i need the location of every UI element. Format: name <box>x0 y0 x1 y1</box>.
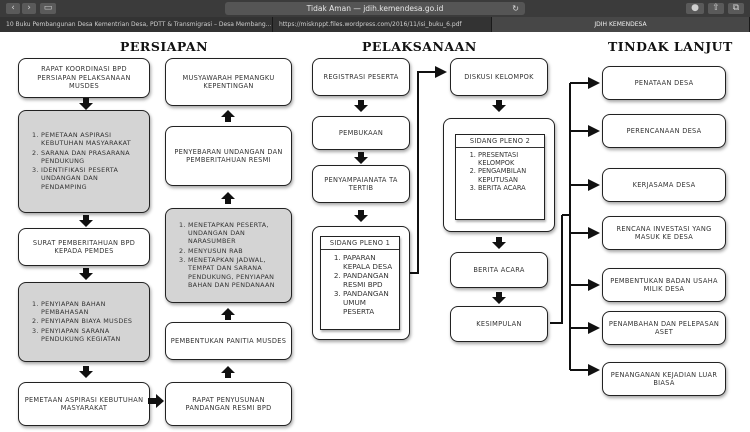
tindak-lanjut-item-bumdes: PEMBENTUKAN BADAN USAHA MILIK DESA <box>602 268 726 302</box>
list-item: IDENTIFIKASI PESERTA UNDANGAN DAN PENDAM… <box>41 166 145 191</box>
diskusi-kelompok-box: DISKUSI KELOMPOK <box>450 58 548 96</box>
tabs-overview-icon[interactable]: ⧉ <box>728 3 744 14</box>
list-item: BERITA ACARA <box>478 184 540 192</box>
page-content: PERSIAPAN PELAKSANAAN TINDAK LANJUT RAPA… <box>0 32 750 432</box>
berita-acara-box: BERITA ACARA <box>450 252 548 288</box>
tab-pdf[interactable]: https://misknppt.files.wordpress.com/201… <box>273 17 492 32</box>
surat-pemberitahuan-box: SURAT PEMBERITAHUAN BPD KEPADA PEMDES <box>18 228 150 266</box>
sidang-pleno-2-title: SIDANG PLENO 2 <box>456 135 544 148</box>
penyampaian-tata-tertib-box: PENYAMPAIANATA TA TERTIB <box>312 165 410 203</box>
tab-jdih-kemendesa[interactable]: JDIH KEMENDESA <box>492 17 750 32</box>
penyiapan-list-box: PENYIAPAN BAHAN PEMBAHASAN PENYIAPAN BIA… <box>18 282 150 362</box>
list-item: MENETAPKAN JADWAL, TEMPAT DAN SARANA PEN… <box>188 256 287 289</box>
arrow-down-icon <box>79 366 93 378</box>
arrow-right-icon <box>148 394 164 408</box>
list-item: PENGAMBILAN KEPUTUSAN <box>478 167 540 183</box>
window-title: Tidak Aman — jdih.kemendesa.go.id <box>306 4 444 13</box>
tab-bar: 10 Buku Pembangunan Desa Kementrian Desa… <box>0 17 750 32</box>
list-item: MENETAPKAN PESERTA, UNDANGAN DAN NARASUM… <box>188 221 287 246</box>
rapat-penyusunan-box: RAPAT PENYUSUNAN PANDANGAN RESMI BPD <box>165 382 292 426</box>
list-item: MENYUSUN RAB <box>188 247 287 255</box>
arrow-down-icon <box>79 268 93 280</box>
arrow-down-icon <box>492 292 506 304</box>
connector-lines <box>410 66 600 376</box>
browser-titlebar: ‹ › ▭ Tidak Aman — jdih.kemendesa.go.id … <box>0 0 750 17</box>
reload-icon[interactable]: ↻ <box>512 4 519 13</box>
registrasi-box: REGISTRASI PESERTA <box>312 58 410 96</box>
list-item: PENYIAPAN BAHAN PEMBAHASAN <box>41 300 145 317</box>
arrow-down-icon <box>354 152 368 164</box>
pemetaan-aspirasi-box: PEMETAAN ASPIRASI KEBUTUHAN MASYARAKAT <box>18 382 150 426</box>
info-icon[interactable]: ● <box>686 3 704 14</box>
list-item: PENYIAPAN SARANA PENDUKUNG KEGIATAN <box>41 327 145 344</box>
heading-persiapan: PERSIAPAN <box>120 39 209 54</box>
tindak-lanjut-item-klb: PENANGANAN KEJADIAN LUAR BIASA <box>602 362 726 396</box>
back-button[interactable]: ‹ <box>6 3 20 14</box>
arrow-down-icon <box>354 100 368 112</box>
kesimpulan-box: KESIMPULAN <box>450 306 548 342</box>
menetapkan-list-box: MENETAPKAN PESERTA, UNDANGAN DAN NARASUM… <box>165 208 292 303</box>
arrow-up-icon <box>221 308 235 320</box>
arrow-down-icon <box>492 100 506 112</box>
arrow-down-icon <box>492 237 506 249</box>
heading-pelaksanaan: PELAKSANAAN <box>362 39 477 54</box>
heading-tindak-lanjut: TINDAK LANJUT <box>608 39 733 54</box>
share-icon[interactable]: ⇧ <box>708 3 724 14</box>
tindak-lanjut-item-penataan: PENATAAN DESA <box>602 66 726 100</box>
list-item: PANDANGAN RESMI BPD <box>343 271 395 289</box>
list-item: PRESENTASI KELOMPOK <box>478 151 540 167</box>
tindak-lanjut-item-investasi: RENCANA INVESTASI YANG MASUK KE DESA <box>602 216 726 250</box>
sidang-pleno-1-title: SIDANG PLENO 1 <box>321 237 399 250</box>
pembukaan-box: PEMBUKAAN <box>312 116 410 150</box>
tab-buku-pembangunan[interactable]: 10 Buku Pembangunan Desa Kementrian Desa… <box>0 17 273 32</box>
arrow-up-icon <box>221 192 235 204</box>
musyawarah-box: MUSYAWARAH PEMANGKU KEPENTINGAN <box>165 58 292 106</box>
list-item: PEMETAAN ASPIRASI KEBUTUHAN MASYARAKAT <box>41 131 145 148</box>
pembentukan-panitia-box: PEMBENTUKAN PANITIA MUSDES <box>165 322 292 360</box>
forward-button[interactable]: › <box>22 3 36 14</box>
address-bar[interactable]: Tidak Aman — jdih.kemendesa.go.id ↻ <box>225 2 525 15</box>
list-item: SARANA DAN PRASARANA PENDUKUNG <box>41 149 145 166</box>
list-item: PAPARAN KEPALA DESA <box>343 253 395 271</box>
sidang-pleno-2-panel: SIDANG PLENO 2 PRESENTASI KELOMPOK PENGA… <box>455 134 545 220</box>
tindak-lanjut-item-aset: PENAMBAHAN DAN PELEPASAN ASET <box>602 311 726 345</box>
list-item: PANDANGAN UMUM PESERTA <box>343 289 395 316</box>
arrow-down-icon <box>354 210 368 222</box>
arrow-up-icon <box>221 366 235 378</box>
pemetaan-list-box: PEMETAAN ASPIRASI KEBUTUHAN MASYARAKAT S… <box>18 110 150 213</box>
arrow-down-icon <box>79 98 93 110</box>
tindak-lanjut-item-kerjasama: KERJASAMA DESA <box>602 168 726 202</box>
sidang-pleno-1-panel: SIDANG PLENO 1 PAPARAN KEPALA DESA PANDA… <box>320 236 400 330</box>
arrow-down-icon <box>79 215 93 227</box>
rapat-koordinasi-box: RAPAT KOORDINASI BPD PERSIAPAN PELAKSANA… <box>18 58 150 98</box>
tindak-lanjut-item-perencanaan: PERENCANAAN DESA <box>602 114 726 148</box>
list-item: PENYIAPAN BIAYA MUSDES <box>41 317 145 325</box>
penyebaran-undangan-box: PENYEBARAN UNDANGAN DAN PEMBERITAHUAN RE… <box>165 126 292 186</box>
arrow-up-icon <box>221 110 235 122</box>
sidebar-icon[interactable]: ▭ <box>40 3 56 14</box>
